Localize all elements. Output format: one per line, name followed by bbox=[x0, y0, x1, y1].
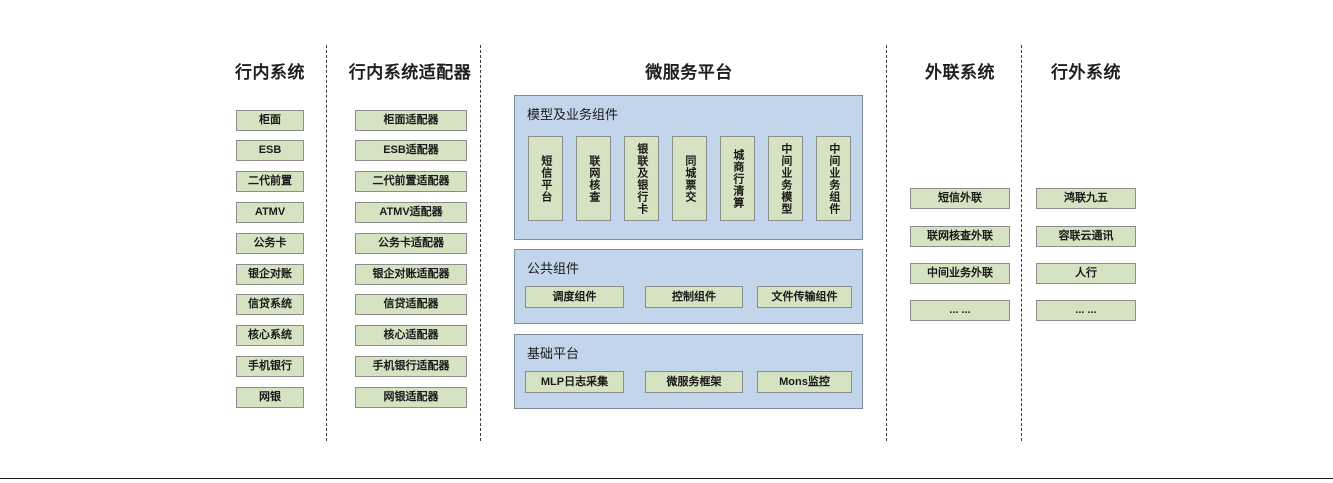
node-bank-internal-system[interactable]: 手机银行 bbox=[236, 356, 304, 377]
node-base-platform-component[interactable]: 微服务框架 bbox=[645, 371, 743, 393]
node-bank-internal-adapter[interactable]: 核心适配器 bbox=[355, 325, 467, 346]
column-title-bank-internal-adapters: 行内系统适配器 bbox=[348, 63, 472, 82]
node-bank-internal-adapter[interactable]: ATMV适配器 bbox=[355, 202, 467, 223]
column-title-bank-internal-systems: 行内系统 bbox=[235, 63, 305, 82]
divider-4 bbox=[1021, 45, 1022, 441]
node-model-component[interactable]: 同城票交 bbox=[672, 136, 707, 221]
node-bank-internal-system[interactable]: 二代前置 bbox=[236, 171, 304, 192]
node-base-platform-component[interactable]: MLP日志采集 bbox=[525, 371, 624, 393]
node-bank-internal-system[interactable]: 核心系统 bbox=[236, 325, 304, 346]
node-public-component[interactable]: 控制组件 bbox=[645, 286, 743, 308]
panel-title-public-components: 公共组件 bbox=[527, 261, 580, 276]
node-model-component[interactable]: 联网核查 bbox=[576, 136, 611, 221]
node-public-component[interactable]: 调度组件 bbox=[525, 286, 624, 308]
node-bank-internal-adapter[interactable]: 公务卡适配器 bbox=[355, 233, 467, 254]
node-outside-bank-system[interactable]: ... ... bbox=[1036, 300, 1136, 321]
node-outside-bank-system[interactable]: 人行 bbox=[1036, 263, 1136, 284]
node-bank-internal-system[interactable]: 银企对账 bbox=[236, 264, 304, 285]
node-bank-internal-adapter[interactable]: ESB适配器 bbox=[355, 140, 467, 161]
node-bank-internal-system[interactable]: 网银 bbox=[236, 387, 304, 408]
column-title-outside-bank-systems: 行外系统 bbox=[1051, 63, 1121, 82]
node-bank-internal-system[interactable]: ATMV bbox=[236, 202, 304, 223]
panel-title-model-business-components: 模型及业务组件 bbox=[527, 107, 619, 122]
node-bank-internal-adapter[interactable]: 银企对账适配器 bbox=[355, 264, 467, 285]
node-outside-bank-system[interactable]: 鸿联九五 bbox=[1036, 188, 1136, 209]
divider-1 bbox=[326, 45, 327, 441]
column-title-external-link-systems: 外联系统 bbox=[925, 63, 995, 82]
divider-3 bbox=[886, 45, 887, 441]
node-bank-internal-system[interactable]: 信贷系统 bbox=[236, 294, 304, 315]
node-model-component[interactable]: 中间业务模型 bbox=[768, 136, 803, 221]
node-model-component[interactable]: 城商行清算 bbox=[720, 136, 755, 221]
node-model-component[interactable]: 中间业务组件 bbox=[816, 136, 851, 221]
node-external-link-system[interactable]: 短信外联 bbox=[910, 188, 1010, 209]
node-public-component[interactable]: 文件传输组件 bbox=[757, 286, 852, 308]
node-bank-internal-system[interactable]: 柜面 bbox=[236, 110, 304, 131]
node-external-link-system[interactable]: 中间业务外联 bbox=[910, 263, 1010, 284]
node-model-component[interactable]: 短信平台 bbox=[528, 136, 563, 221]
bottom-divider bbox=[0, 478, 1333, 479]
panel-title-base-platform: 基础平台 bbox=[527, 346, 580, 361]
node-base-platform-component[interactable]: Mons监控 bbox=[757, 371, 852, 393]
node-bank-internal-adapter[interactable]: 网银适配器 bbox=[355, 387, 467, 408]
node-bank-internal-system[interactable]: 公务卡 bbox=[236, 233, 304, 254]
node-external-link-system[interactable]: ... ... bbox=[910, 300, 1010, 321]
node-bank-internal-adapter[interactable]: 手机银行适配器 bbox=[355, 356, 467, 377]
node-bank-internal-system[interactable]: ESB bbox=[236, 140, 304, 161]
node-bank-internal-adapter[interactable]: 信贷适配器 bbox=[355, 294, 467, 315]
column-title-microservice-platform: 微服务平台 bbox=[645, 63, 733, 82]
node-model-component[interactable]: 银联及银行卡 bbox=[624, 136, 659, 221]
node-bank-internal-adapter[interactable]: 柜面适配器 bbox=[355, 110, 467, 131]
node-outside-bank-system[interactable]: 容联云通讯 bbox=[1036, 226, 1136, 247]
divider-2 bbox=[480, 45, 481, 441]
node-external-link-system[interactable]: 联网核查外联 bbox=[910, 226, 1010, 247]
node-bank-internal-adapter[interactable]: 二代前置适配器 bbox=[355, 171, 467, 192]
